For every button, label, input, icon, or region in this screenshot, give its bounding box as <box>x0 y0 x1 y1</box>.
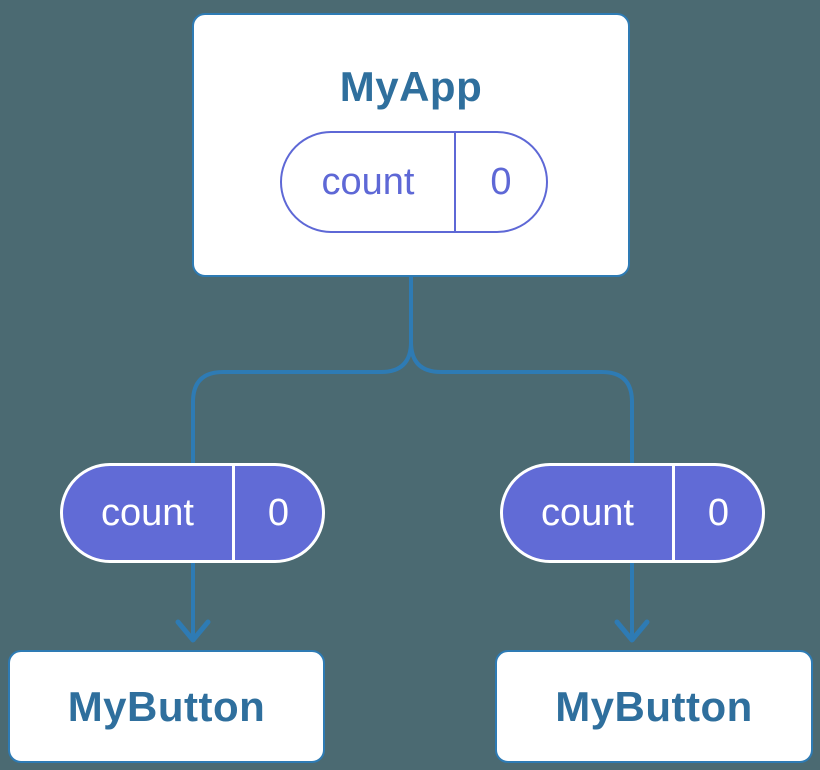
prop-value: 0 <box>267 492 290 534</box>
connector-branch-left <box>191 341 413 640</box>
state-pill: count 0 <box>280 131 548 233</box>
prop-name: count <box>541 492 634 534</box>
connector-branch-right <box>409 341 634 640</box>
arrowhead-left-icon <box>175 619 211 643</box>
component-title: MyButton <box>67 682 266 730</box>
pill-divider <box>454 133 456 231</box>
prop-pill-left: count 0 <box>60 463 325 563</box>
state-name: count <box>321 161 415 203</box>
state-value: 0 <box>490 161 512 203</box>
component-node-mybutton-right: MyButton <box>495 650 813 763</box>
pill-divider <box>232 466 235 560</box>
component-node-myapp: MyApp count 0 <box>192 13 630 277</box>
prop-value: 0 <box>707 492 730 534</box>
component-node-mybutton-left: MyButton <box>8 650 325 763</box>
prop-pill-right: count 0 <box>500 463 765 563</box>
component-title: MyApp <box>339 63 483 110</box>
pill-divider <box>672 466 675 560</box>
prop-name: count <box>101 492 194 534</box>
component-title: MyButton <box>555 682 753 730</box>
arrowhead-right-icon <box>614 619 650 643</box>
